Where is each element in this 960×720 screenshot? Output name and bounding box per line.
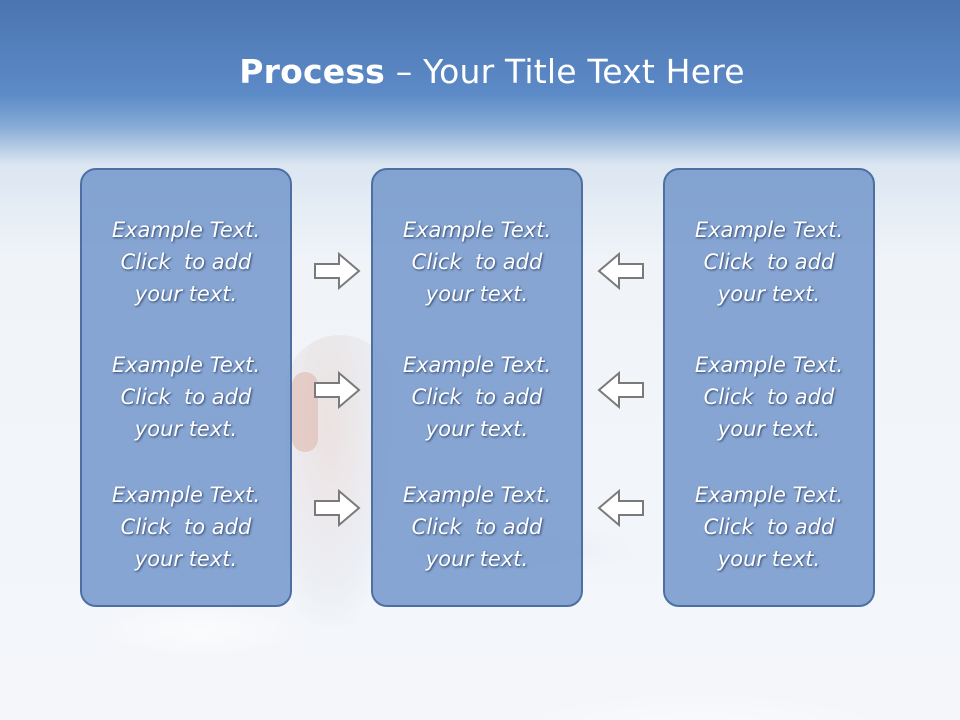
text-line: Click to add <box>120 515 252 539</box>
text-line: Example Text. <box>111 353 261 377</box>
text-line: your text. <box>717 282 821 306</box>
text-line: Example Text. <box>402 483 552 507</box>
left-box-text-1[interactable]: Example Text. Click to add your text. <box>82 214 290 310</box>
text-line: Click to add <box>411 515 543 539</box>
middle-box-text-3[interactable]: Example Text. Click to add your text. <box>373 479 581 575</box>
text-line: Click to add <box>120 250 252 274</box>
text-line: Click to add <box>411 385 543 409</box>
text-line: Click to add <box>703 250 835 274</box>
right-arrow-icon[interactable] <box>313 251 361 291</box>
text-line: Example Text. <box>111 218 261 242</box>
text-line: Example Text. <box>111 483 261 507</box>
text-line: Example Text. <box>694 353 844 377</box>
middle-box-text-1[interactable]: Example Text. Click to add your text. <box>373 214 581 310</box>
background-child-face <box>292 372 318 452</box>
text-line: Click to add <box>411 250 543 274</box>
text-line: your text. <box>134 547 238 571</box>
right-process-box[interactable]: Example Text. Click to add your text. Ex… <box>663 168 875 607</box>
text-line: Example Text. <box>694 218 844 242</box>
text-line: Click to add <box>703 385 835 409</box>
right-box-text-1[interactable]: Example Text. Click to add your text. <box>665 214 873 310</box>
text-line: Example Text. <box>694 483 844 507</box>
slide-title[interactable]: Process – Your Title Text Here <box>0 52 960 91</box>
text-line: your text. <box>717 417 821 441</box>
text-line: your text. <box>134 417 238 441</box>
left-arrow-icon[interactable] <box>597 370 645 410</box>
left-arrow-icon[interactable] <box>597 251 645 291</box>
title-bold-part: Process <box>239 52 386 91</box>
text-line: your text. <box>425 282 529 306</box>
text-line: your text. <box>717 547 821 571</box>
right-arrow-icon[interactable] <box>313 488 361 528</box>
text-line: Example Text. <box>402 218 552 242</box>
right-box-text-2[interactable]: Example Text. Click to add your text. <box>665 349 873 445</box>
text-line: Click to add <box>703 515 835 539</box>
text-line: Example Text. <box>402 353 552 377</box>
title-rest-part: – Your Title Text Here <box>385 52 745 91</box>
text-line: your text. <box>425 547 529 571</box>
middle-process-box[interactable]: Example Text. Click to add your text. Ex… <box>371 168 583 607</box>
right-arrow-icon[interactable] <box>313 370 361 410</box>
text-line: Click to add <box>120 385 252 409</box>
left-box-text-2[interactable]: Example Text. Click to add your text. <box>82 349 290 445</box>
text-line: your text. <box>134 282 238 306</box>
text-line: your text. <box>425 417 529 441</box>
left-box-text-3[interactable]: Example Text. Click to add your text. <box>82 479 290 575</box>
right-box-text-3[interactable]: Example Text. Click to add your text. <box>665 479 873 575</box>
left-arrow-icon[interactable] <box>597 488 645 528</box>
left-process-box[interactable]: Example Text. Click to add your text. Ex… <box>80 168 292 607</box>
middle-box-text-2[interactable]: Example Text. Click to add your text. <box>373 349 581 445</box>
